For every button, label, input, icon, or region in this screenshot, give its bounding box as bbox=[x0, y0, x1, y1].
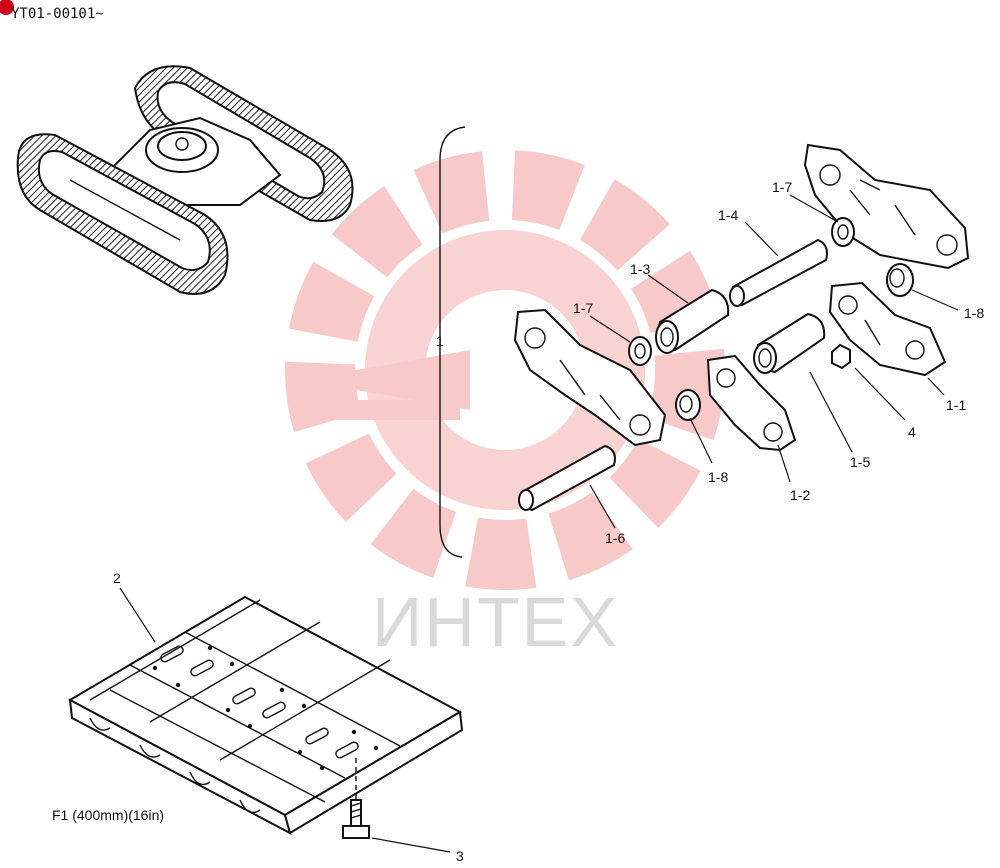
bolt bbox=[342, 799, 370, 839]
shoe-size-label: F1 (400mm)(16in) bbox=[52, 807, 164, 823]
callout-1-7-left: 1-7 bbox=[573, 300, 593, 316]
pin-upper bbox=[729, 238, 828, 307]
undercarriage-illustration bbox=[16, 65, 354, 295]
pin-lower bbox=[518, 444, 616, 512]
leader-lines bbox=[119, 194, 959, 853]
callout-1-7-upper: 1-7 bbox=[772, 179, 792, 195]
track-shoe-assembly bbox=[67, 595, 464, 835]
callout-3: 3 bbox=[456, 848, 464, 864]
seal-upper bbox=[831, 217, 855, 247]
serial-number: YT01-00101~ bbox=[11, 6, 104, 22]
callout-1-8-lower: 1-8 bbox=[708, 469, 728, 485]
callout-1-4: 1-4 bbox=[718, 207, 738, 223]
callout-1-6: 1-6 bbox=[605, 530, 625, 546]
spacer-right bbox=[886, 263, 914, 297]
callout-group: 1 bbox=[436, 333, 444, 349]
seal-left bbox=[628, 336, 652, 366]
callout-1-1: 1-1 bbox=[946, 397, 966, 413]
callout-1-2: 1-2 bbox=[790, 487, 810, 503]
callout-1-8-right: 1-8 bbox=[964, 305, 984, 321]
link-left-large bbox=[513, 308, 667, 447]
link-lower-right bbox=[828, 281, 947, 377]
callout-2: 2 bbox=[113, 570, 121, 586]
red-marker-icon bbox=[0, 0, 14, 15]
nut bbox=[831, 343, 851, 370]
callout-1-5: 1-5 bbox=[850, 454, 870, 470]
spacer-lower bbox=[675, 389, 701, 421]
watermark-text: ИНТЕХ bbox=[372, 583, 619, 661]
callout-4: 4 bbox=[908, 424, 916, 440]
watermark: ИНТЕХ bbox=[285, 150, 725, 661]
watermark-gear-logo bbox=[285, 150, 725, 590]
link-left-inner bbox=[706, 354, 797, 452]
link-upper-right bbox=[803, 143, 970, 270]
bushing-lower bbox=[753, 312, 826, 374]
bushing-upper bbox=[655, 288, 730, 354]
callout-1-3: 1-3 bbox=[630, 261, 650, 277]
group-bracket bbox=[439, 126, 466, 558]
